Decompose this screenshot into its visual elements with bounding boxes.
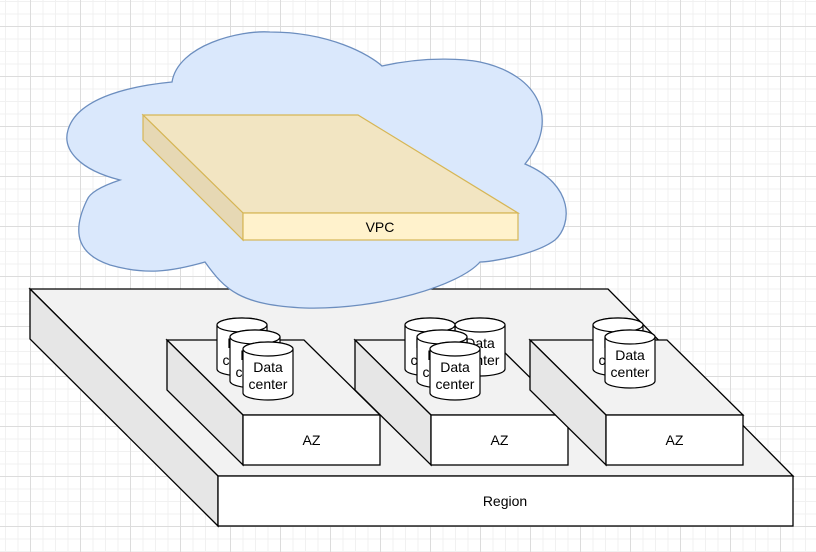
data-center-label-line: center	[611, 364, 650, 380]
data-center-top	[604, 329, 656, 345]
vpc-label: VPC	[366, 219, 395, 235]
az-box[interactable]: AZDatacenterDatacenterDatacenterDatacent…	[353, 317, 570, 467]
data-center-top	[429, 341, 481, 357]
az-box[interactable]: AZ DatacenterDatacenter	[528, 317, 745, 467]
az-front-face	[605, 414, 744, 466]
az-box[interactable]: AZDatacenterDatacenterDatacenter	[165, 317, 382, 467]
data-center-label-line: Data	[253, 359, 283, 375]
az-layer: AZDatacenterDatacenterDatacenterAZDatace…	[165, 317, 745, 467]
data-center-label-line: Data	[440, 359, 470, 375]
data-center-top	[454, 317, 506, 333]
az-front-face	[430, 414, 569, 466]
data-center-top	[242, 341, 294, 357]
az-front-face	[242, 414, 381, 466]
az-label: AZ	[491, 432, 509, 448]
vpc-box[interactable]: VPC	[141, 113, 521, 242]
az-label: AZ	[303, 432, 321, 448]
region-label: Region	[483, 493, 527, 509]
az-label: AZ	[666, 432, 684, 448]
data-center-label-line: center	[249, 376, 288, 392]
vpc-front-face	[242, 212, 519, 241]
data-center-label-line: center	[436, 376, 475, 392]
region-front-face	[217, 475, 794, 527]
data-center-label-line: Data	[615, 347, 645, 363]
